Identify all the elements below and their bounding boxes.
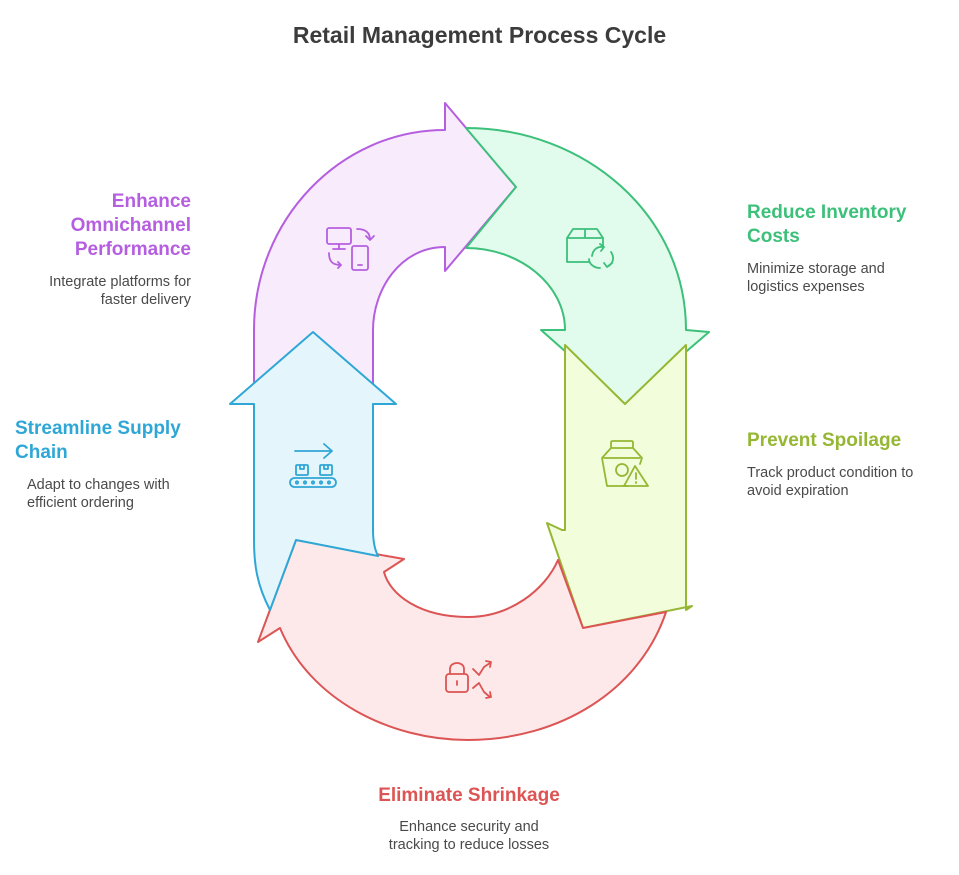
page-title: Retail Management Process Cycle — [292, 22, 667, 48]
inventory-description: Minimize storage and logistics expenses — [747, 260, 947, 296]
devices-sync-icon — [326, 227, 375, 271]
lock-trend-icon — [445, 660, 492, 699]
spoilage-description-line: avoid expiration — [747, 483, 849, 499]
supply-chain-heading-line: Chain — [15, 442, 68, 463]
shrinkage-description-line: Enhance security and — [399, 819, 539, 835]
supply-chain-description-line: Adapt to changes with — [27, 477, 170, 493]
omnichannel-description-line: Integrate platforms for — [49, 274, 191, 290]
omnichannel-description: Integrate platforms for faster delivery — [0, 273, 191, 309]
omnichannel-heading-line: Performance — [74, 239, 191, 260]
inventory-heading-line: Costs — [747, 226, 800, 247]
conveyor-icon — [289, 443, 337, 488]
shrinkage-description-line: tracking to reduce losses — [388, 837, 550, 853]
shrinkage-heading: Eliminate Shrinkage — [320, 784, 618, 808]
spoilage-description: Track product condition to avoid expirat… — [747, 464, 952, 500]
omnichannel-description-line: faster delivery — [100, 292, 191, 308]
supply-chain-heading: Streamline Supply Chain — [15, 417, 215, 465]
inventory-description-line: logistics expenses — [747, 279, 865, 295]
omnichannel-heading-line: Enhance — [111, 191, 191, 212]
omnichannel-heading-line: Omnichannel — [70, 215, 191, 236]
shrinkage-description: Enhance security and tracking to reduce … — [320, 818, 618, 854]
inventory-heading: Reduce Inventory Costs — [747, 201, 947, 249]
inventory-description-line: Minimize storage and — [747, 261, 885, 277]
spoilage-description-line: Track product condition to — [747, 465, 914, 481]
box-recycle-icon — [566, 228, 614, 269]
jar-warning-icon — [601, 440, 649, 487]
supply-chain-arrow — [229, 331, 397, 611]
spoilage-heading: Prevent Spoilage — [747, 429, 952, 453]
shrinkage-arrow — [257, 539, 667, 741]
spoilage-heading-line: Prevent Spoilage — [747, 430, 902, 451]
supply-chain-heading-line: Streamline Supply — [15, 418, 181, 439]
shrinkage-heading-line: Eliminate Shrinkage — [378, 785, 560, 806]
supply-chain-description-line: efficient ordering — [27, 495, 134, 511]
inventory-heading-line: Reduce Inventory — [747, 202, 907, 223]
omnichannel-arrow — [253, 102, 517, 391]
supply-chain-description: Adapt to changes with efficient ordering — [27, 476, 227, 512]
omnichannel-heading: Enhance Omnichannel Performance — [0, 190, 191, 262]
inventory-arrow — [465, 127, 710, 405]
